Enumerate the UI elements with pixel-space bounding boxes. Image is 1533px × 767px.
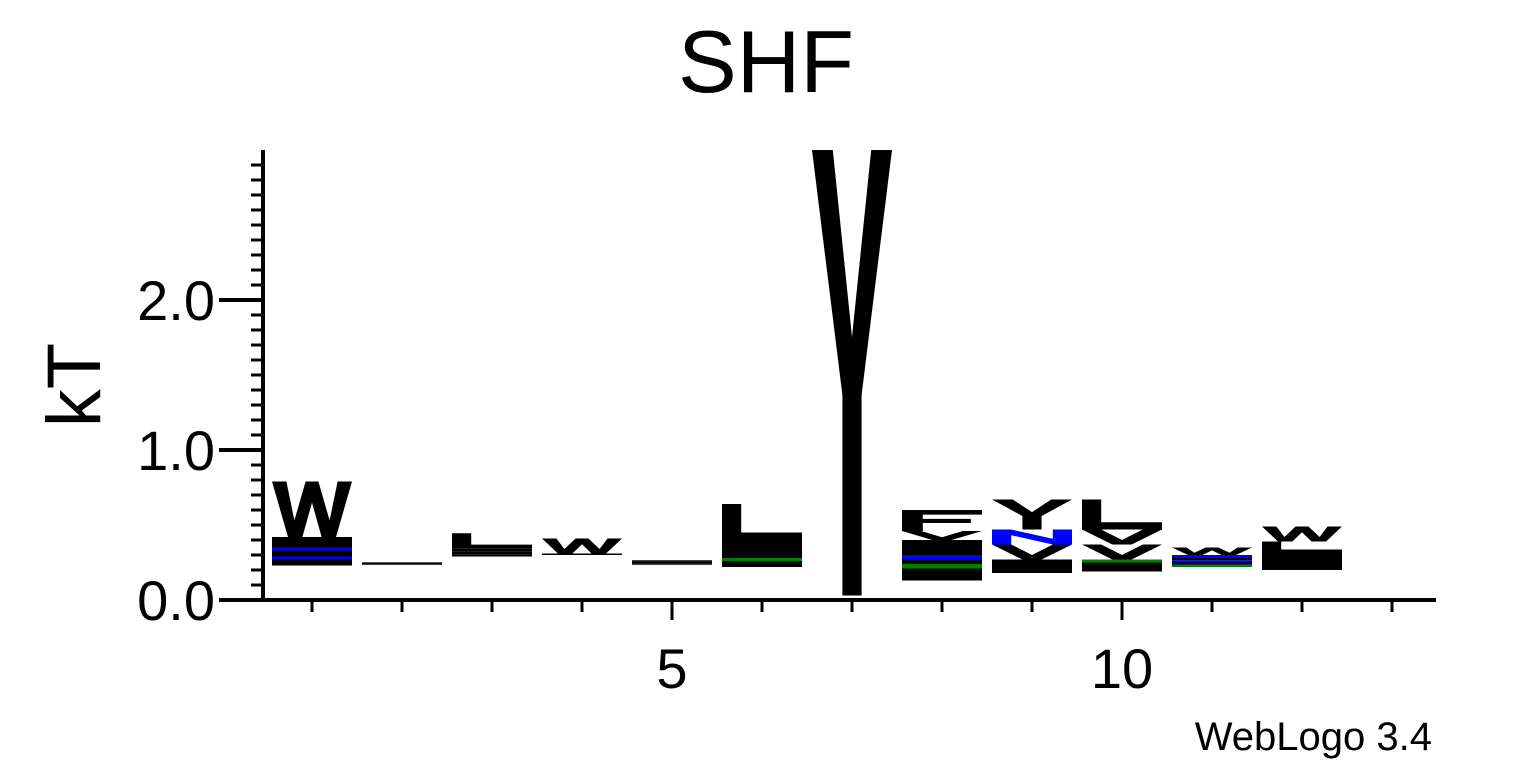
logo-minor-glyph-pos5-0 bbox=[632, 563, 712, 565]
logo-minor-glyph-pos9-3 bbox=[992, 559, 1072, 564]
logo-letter-W-pos11 bbox=[1172, 547, 1252, 555]
logo-column-6 bbox=[722, 504, 802, 567]
logo-letter-L-pos12 bbox=[1262, 541, 1342, 552]
logo-minor-glyph-pos8-0 bbox=[902, 577, 982, 581]
logo-minor-glyph-pos8-4 bbox=[902, 559, 982, 564]
y-tick-label: 2.0 bbox=[137, 269, 215, 332]
logo-letter-N-pos9 bbox=[992, 529, 1072, 545]
logo-minor-glyph-pos11-4 bbox=[1172, 555, 1252, 558]
logo-minor-glyph-pos6-0 bbox=[722, 564, 802, 567]
logo-minor-glyph-pos4-0 bbox=[542, 553, 622, 555]
logo-minor-glyph-pos1-2 bbox=[272, 556, 352, 560]
logo-minor-glyph-pos8-6 bbox=[902, 550, 982, 555]
logo-minor-glyph-pos5-1 bbox=[632, 561, 712, 564]
logo-column-7 bbox=[812, 150, 892, 596]
logo-minor-glyph-pos9-2 bbox=[992, 564, 1072, 567]
logo-minor-glyph-pos8-8 bbox=[902, 540, 982, 546]
logo-letter-V-pos9 bbox=[992, 544, 1072, 560]
logo-letter-Y-pos9 bbox=[992, 499, 1072, 530]
logo-minor-glyph-pos12-2 bbox=[1262, 561, 1342, 564]
logo-minor-glyph-pos8-2 bbox=[902, 568, 982, 573]
logo-minor-glyph-pos10-2 bbox=[1082, 562, 1162, 566]
y-tick-label: 1.0 bbox=[137, 419, 215, 482]
logo-column-12 bbox=[1262, 526, 1342, 570]
logo-letter-F-pos8 bbox=[902, 510, 982, 531]
x-tick-label: 10 bbox=[1091, 637, 1153, 700]
logo-minor-glyph-pos3-2 bbox=[452, 548, 532, 552]
logo-letter-V-pos10 bbox=[1082, 544, 1162, 560]
logo-column-8 bbox=[902, 510, 982, 581]
y-tick-label: 0.0 bbox=[137, 569, 215, 632]
logo-minor-glyph-pos11-1 bbox=[1172, 562, 1252, 565]
logo-minor-glyph-pos1-6 bbox=[272, 544, 352, 548]
logo-minor-glyph-pos11-0 bbox=[1172, 564, 1252, 567]
logo-column-1 bbox=[272, 481, 352, 566]
logo-minor-glyph-pos1-8 bbox=[272, 537, 352, 540]
logo-letter-W-pos12 bbox=[1262, 526, 1342, 542]
logo-letter-Y-pos7 bbox=[812, 150, 892, 596]
logo-minor-glyph-pos8-3 bbox=[902, 564, 982, 569]
logo-minor-glyph-pos3-0 bbox=[452, 554, 532, 557]
logo-minor-glyph-pos11-2 bbox=[1172, 560, 1252, 563]
logo-column-10 bbox=[1082, 499, 1162, 572]
logo-minor-glyph-pos1-5 bbox=[272, 547, 352, 551]
logo-minor-glyph-pos2-1 bbox=[362, 562, 442, 564]
logo-column-5 bbox=[632, 560, 712, 565]
logo-minor-glyph-pos1-7 bbox=[272, 540, 352, 545]
logo-minor-glyph-pos5-2 bbox=[632, 560, 712, 562]
logo-minor-glyph-pos6-5 bbox=[722, 541, 802, 549]
logo-minor-glyph-pos6-4 bbox=[722, 549, 802, 554]
logo-minor-glyph-pos6-3 bbox=[722, 553, 802, 558]
logo-minor-glyph-pos1-0 bbox=[272, 562, 352, 566]
logo-column-9 bbox=[992, 499, 1072, 573]
logo-minor-glyph-pos12-4 bbox=[1262, 552, 1342, 557]
chart-axes: 0.0 1.0 2.0 5 10 bbox=[137, 150, 1436, 700]
logo-minor-glyph-pos8-5 bbox=[902, 555, 982, 560]
logo-minor-glyph-pos12-1 bbox=[1262, 564, 1342, 567]
logo-column-4 bbox=[542, 538, 622, 555]
logo-minor-glyph-pos6-2 bbox=[722, 558, 802, 561]
y-axis-label: kT bbox=[32, 343, 117, 427]
logo-column-3 bbox=[452, 533, 532, 557]
logo-letter-L-pos10 bbox=[1082, 499, 1162, 530]
logo-minor-glyph-pos11-3 bbox=[1172, 558, 1252, 561]
weblogo-footer: WebLogo 3.4 bbox=[1195, 715, 1432, 759]
logo-letter-L-pos6 bbox=[722, 504, 802, 542]
logo-minor-glyph-pos1-3 bbox=[272, 553, 352, 557]
logo-minor-glyph-pos1-1 bbox=[272, 559, 352, 563]
logo-minor-glyph-pos10-0 bbox=[1082, 568, 1162, 572]
logo-column-11 bbox=[1172, 547, 1252, 567]
logo-letter-W-pos4 bbox=[542, 538, 622, 554]
logo-minor-glyph-pos10-3 bbox=[1082, 559, 1162, 563]
logo-minor-glyph-pos9-1 bbox=[992, 567, 1072, 570]
logo-column-2 bbox=[362, 562, 442, 565]
logo-minor-glyph-pos3-1 bbox=[452, 551, 532, 555]
logo-minor-glyph-pos12-3 bbox=[1262, 556, 1342, 561]
logo-minor-glyph-pos1-4 bbox=[272, 550, 352, 554]
logo-minor-glyph-pos9-0 bbox=[992, 570, 1072, 573]
logo-minor-glyph-pos12-0 bbox=[1262, 567, 1342, 570]
logo-minor-glyph-pos8-7 bbox=[902, 546, 982, 551]
logo-letter-V-pos8 bbox=[902, 531, 982, 540]
logo-minor-glyph-pos10-1 bbox=[1082, 565, 1162, 569]
logo-letter-W-pos1 bbox=[272, 481, 352, 537]
logo-letter-L-pos3 bbox=[452, 533, 532, 549]
logo-letter-V-pos10 bbox=[1082, 529, 1162, 545]
chart-title: SHF bbox=[678, 12, 854, 111]
x-tick-label: 5 bbox=[656, 637, 687, 700]
logo-stacks bbox=[272, 150, 1342, 596]
logo-minor-glyph-pos8-1 bbox=[902, 573, 982, 578]
logo-minor-glyph-pos2-0 bbox=[362, 563, 442, 565]
logo-minor-glyph-pos6-1 bbox=[722, 561, 802, 564]
